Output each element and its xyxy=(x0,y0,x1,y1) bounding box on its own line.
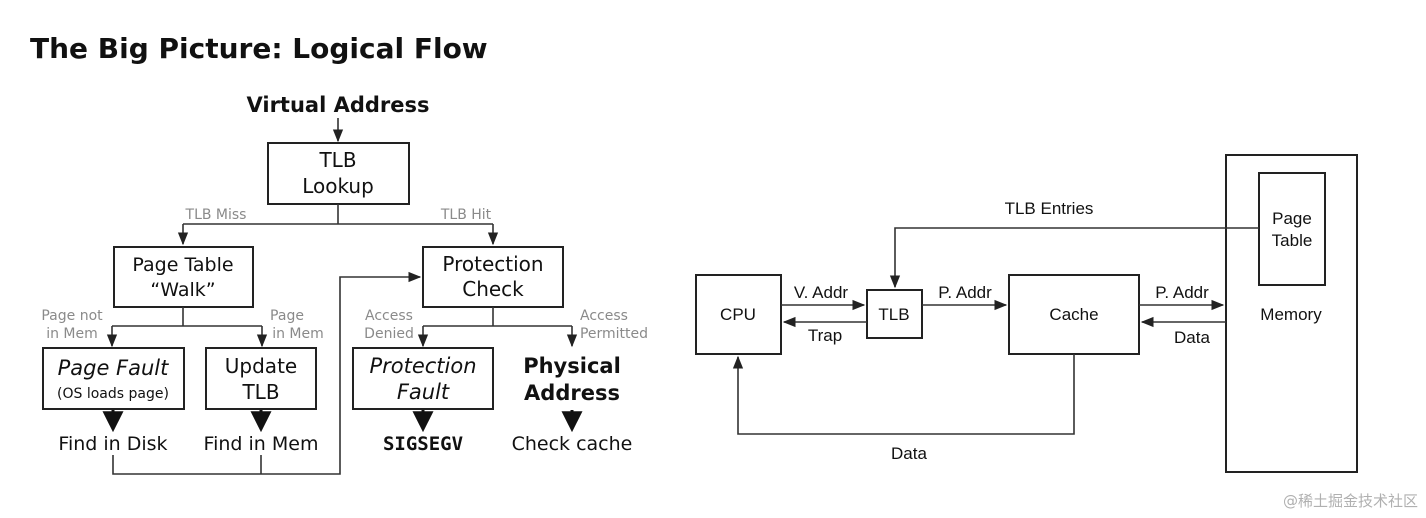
tlb-hit-label: TLB Hit xyxy=(440,207,492,223)
logical-flow-diagram: Virtual Address TLB Lookup TLB Miss TLB … xyxy=(41,93,648,475)
page-table-walk-line2: “Walk” xyxy=(150,279,215,301)
tlb-lookup-line2: Lookup xyxy=(302,174,374,198)
tlb-lookup-line1: TLB xyxy=(318,148,356,172)
protection-check-line2: Check xyxy=(462,277,524,301)
p-addr-label-1: P. Addr xyxy=(938,283,992,302)
protection-fault-line2: Fault xyxy=(397,380,450,404)
page-in-mem-line1: Page xyxy=(270,308,304,324)
tlb-box xyxy=(866,289,923,339)
loop-back-to-protection-check xyxy=(112,271,422,475)
protection-fault-line1: Protection xyxy=(369,354,476,378)
tlb-label: TLB xyxy=(878,305,909,324)
cache-label: Cache xyxy=(1049,305,1098,324)
cpu-label: CPU xyxy=(720,305,756,324)
access-denied-line2: Denied xyxy=(364,326,414,342)
protection-fault-box xyxy=(352,347,494,410)
watermark: @稀土掘金技术社区 xyxy=(1283,492,1418,510)
tlb-miss-label: TLB Miss xyxy=(185,207,247,223)
page-in-mem-line2: in Mem xyxy=(272,326,324,342)
physical-address-line1: Physical xyxy=(523,354,621,378)
page-fault-line1: Page Fault xyxy=(58,356,170,380)
virtual-address-label: Virtual Address xyxy=(246,93,429,117)
protection-check-box xyxy=(422,246,564,308)
check-cache-label: Check cache xyxy=(512,433,633,455)
find-in-disk-label: Find in Disk xyxy=(58,433,167,455)
p-addr-label-2: P. Addr xyxy=(1155,283,1209,302)
page-fault-box xyxy=(42,347,185,410)
data-to-cpu-arrow xyxy=(732,354,1075,435)
protection-check-line1: Protection xyxy=(442,252,543,276)
physical-address-line2: Address xyxy=(524,381,620,405)
page-table-line2: Table xyxy=(1272,231,1313,250)
find-in-mem-label: Find in Mem xyxy=(204,433,319,455)
page-fault-line2: (OS loads page) xyxy=(57,386,169,402)
data-bottom-label: Data xyxy=(891,444,927,463)
update-tlb-box xyxy=(205,347,317,410)
update-tlb-line1: Update xyxy=(225,354,297,378)
trap-label: Trap xyxy=(808,326,842,345)
hardware-diagram: Page Table Memory CPU TLB Cache TLB Entr… xyxy=(695,154,1358,473)
page-not-in-mem-line1: Page not xyxy=(41,308,103,324)
tlb-entries-arrow xyxy=(889,227,1259,289)
sigsegv-label: SIGSEGV xyxy=(383,433,463,455)
access-permitted-line1: Access xyxy=(580,308,628,324)
update-tlb-line2: TLB xyxy=(241,380,279,404)
access-permitted-line2: Permitted xyxy=(580,326,648,342)
memory-label: Memory xyxy=(1260,305,1322,324)
data-mem-label: Data xyxy=(1174,328,1210,347)
page-table-line1: Page xyxy=(1272,209,1312,228)
access-denied-line1: Access xyxy=(365,308,413,324)
page-not-in-mem-line2: in Mem xyxy=(46,326,98,342)
page-table-walk-line1: Page Table xyxy=(132,254,233,276)
page-table-box xyxy=(1258,172,1326,286)
cpu-box xyxy=(695,274,782,355)
page-table-walk-box xyxy=(113,246,254,308)
tlb-entries-label: TLB Entries xyxy=(1005,199,1094,218)
page-title: The Big Picture: Logical Flow xyxy=(30,32,488,65)
v-addr-label: V. Addr xyxy=(794,283,849,302)
